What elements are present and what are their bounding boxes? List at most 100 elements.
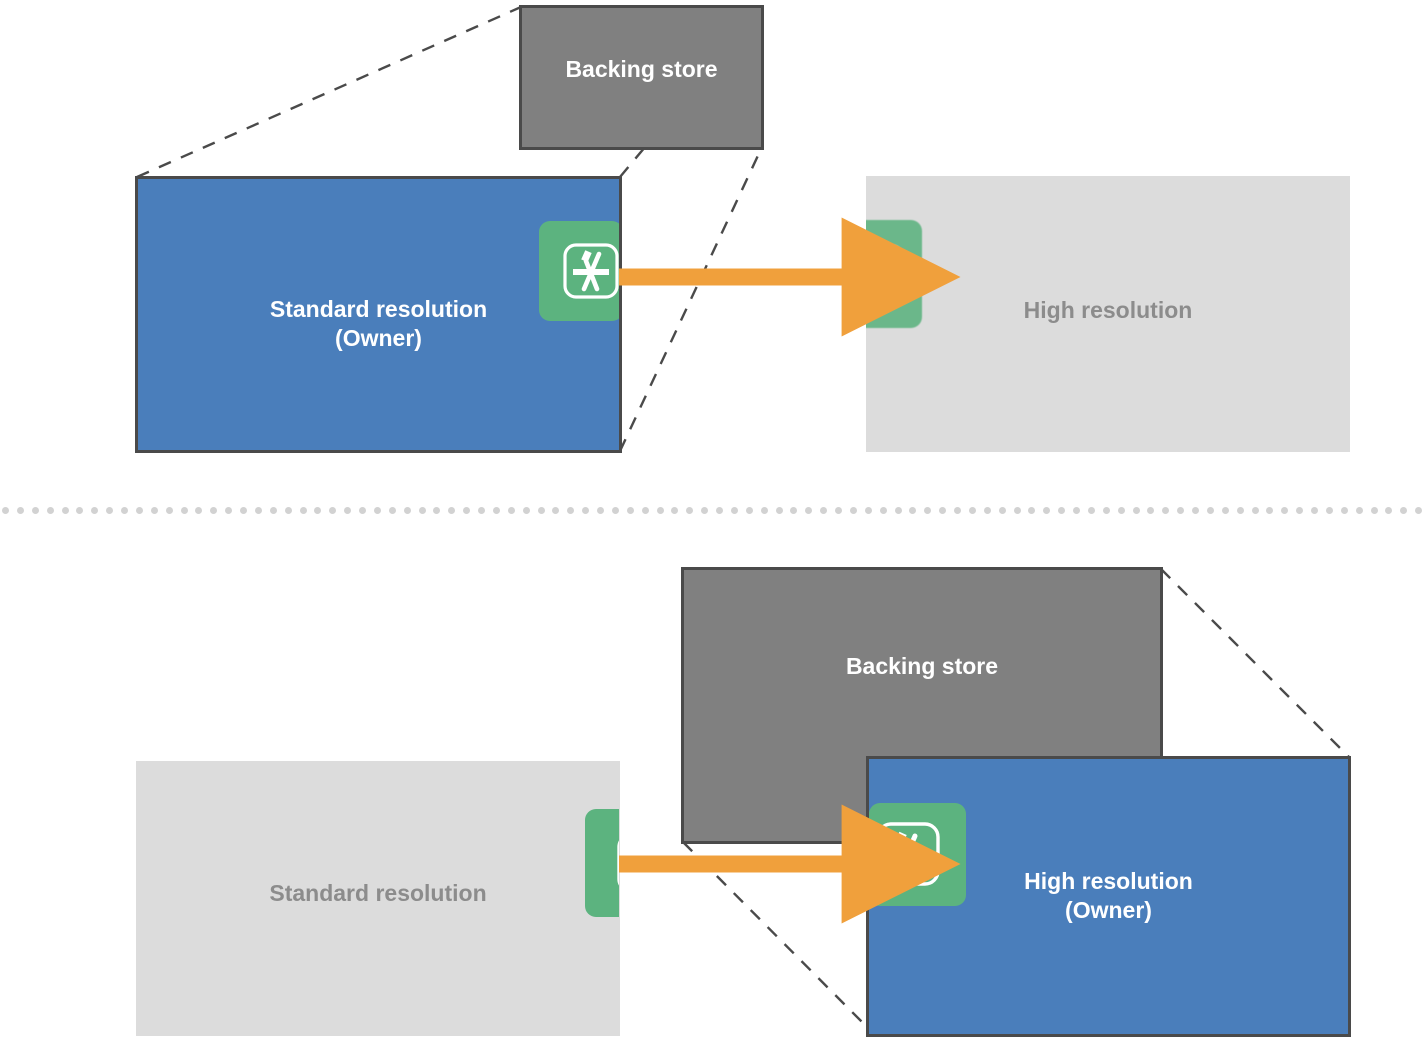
divider-dot bbox=[1281, 507, 1289, 514]
divider-dot bbox=[1370, 507, 1378, 514]
divider-dot bbox=[1415, 507, 1423, 514]
divider-dot bbox=[1043, 507, 1051, 514]
standard-resolution-faded-box: Standard resolution bbox=[136, 761, 620, 1036]
divider-dot bbox=[1132, 507, 1140, 514]
divider-dot bbox=[641, 507, 649, 514]
standard-resolution-faded-label: Standard resolution bbox=[269, 880, 487, 906]
divider-dot bbox=[701, 507, 709, 514]
divider-dot bbox=[165, 507, 173, 514]
divider-dot bbox=[1355, 507, 1363, 514]
divider-dot bbox=[924, 507, 932, 514]
divider-dot bbox=[314, 507, 322, 514]
app-store-icon-source-top[interactable] bbox=[539, 221, 619, 321]
divider-dot bbox=[1296, 507, 1304, 514]
divider-dot bbox=[210, 507, 218, 514]
divider-dot bbox=[983, 507, 991, 514]
divider-dot bbox=[373, 507, 381, 514]
divider-dot bbox=[597, 507, 604, 514]
app-store-glyph bbox=[563, 243, 619, 299]
divider-dot bbox=[939, 507, 947, 514]
divider-dot bbox=[195, 507, 203, 514]
perspective-line-bottom-right bbox=[618, 146, 764, 452]
high-resolution-owner-label: High resolution (Owner) bbox=[1024, 868, 1193, 923]
divider-dot bbox=[46, 507, 54, 514]
divider-dot bbox=[76, 507, 84, 514]
app-store-glyph-ghost-bottom bbox=[617, 840, 619, 886]
source-icon-clip-bottom bbox=[136, 761, 619, 1036]
divider-dot bbox=[359, 507, 366, 514]
app-store-icon-target-bottom[interactable] bbox=[869, 803, 966, 906]
source-icon-clip-top bbox=[135, 176, 619, 451]
divider-dot bbox=[1311, 507, 1318, 514]
divider-dot bbox=[180, 507, 188, 514]
divider-dot bbox=[1325, 507, 1333, 514]
divider-dot bbox=[686, 507, 694, 514]
divider-dot bbox=[1102, 507, 1110, 514]
divider-dot bbox=[522, 507, 530, 514]
standard-resolution-owner-label: Standard resolution (Owner) bbox=[269, 296, 488, 351]
app-store-glyph-ghost bbox=[866, 244, 905, 304]
divider-dot bbox=[805, 507, 813, 514]
divider-dot bbox=[1340, 507, 1348, 514]
divider-dot bbox=[225, 507, 233, 514]
divider-dot bbox=[835, 507, 842, 514]
divider-dot bbox=[1162, 507, 1170, 514]
divider-dot bbox=[968, 507, 976, 514]
divider-dot bbox=[91, 507, 99, 514]
divider-dot bbox=[269, 507, 277, 514]
divider-dot bbox=[820, 507, 828, 514]
divider-dot bbox=[507, 507, 515, 514]
divider-dot bbox=[61, 507, 69, 514]
divider-dot bbox=[775, 507, 783, 514]
divider-dot bbox=[1236, 507, 1244, 514]
section-divider bbox=[0, 507, 1428, 515]
divider-dot bbox=[1266, 507, 1274, 514]
divider-dot bbox=[1147, 507, 1155, 514]
backing-store-label-top: Backing store bbox=[565, 56, 718, 82]
divider-dot bbox=[998, 507, 1006, 514]
divider-dot bbox=[150, 507, 158, 514]
app-store-icon-target-top[interactable] bbox=[866, 220, 922, 328]
divider-dot bbox=[448, 507, 456, 514]
divider-dot bbox=[1058, 507, 1066, 514]
app-store-glyph-bottom bbox=[876, 822, 940, 886]
high-resolution-faded-label: High resolution bbox=[1023, 297, 1193, 323]
divider-dot bbox=[284, 507, 292, 514]
divider-dot bbox=[894, 507, 902, 514]
divider-dot bbox=[760, 507, 768, 514]
divider-dot bbox=[1400, 507, 1408, 514]
divider-dot bbox=[254, 507, 262, 514]
app-store-icon-source-bottom[interactable] bbox=[585, 809, 619, 917]
divider-dot bbox=[1087, 507, 1095, 514]
divider-dot bbox=[1251, 507, 1259, 514]
divider-dot bbox=[671, 507, 679, 514]
divider-dot bbox=[344, 507, 352, 514]
divider-dot bbox=[463, 507, 471, 514]
divider-dot bbox=[418, 507, 426, 514]
perspective-line-top-right bbox=[1160, 568, 1350, 758]
divider-dot bbox=[954, 507, 961, 514]
divider-dot bbox=[626, 507, 634, 514]
divider-dot bbox=[1192, 507, 1199, 514]
divider-dot bbox=[656, 507, 664, 514]
divider-dot bbox=[135, 507, 143, 514]
divider-dot bbox=[1117, 507, 1125, 514]
divider-dot bbox=[240, 507, 247, 514]
divider-dot bbox=[2, 507, 9, 514]
perspective-line-top-left bbox=[136, 5, 522, 179]
divider-dot bbox=[716, 507, 723, 514]
target-icon-clip-top bbox=[866, 176, 1350, 452]
divider-dot bbox=[1385, 507, 1393, 514]
divider-dot bbox=[582, 507, 590, 514]
divider-dot bbox=[552, 507, 560, 514]
divider-dot bbox=[433, 507, 441, 514]
divider-dot bbox=[1028, 507, 1036, 514]
divider-dot bbox=[1073, 507, 1080, 514]
divider-dot bbox=[909, 507, 917, 514]
divider-dot bbox=[121, 507, 128, 514]
divider-dot bbox=[790, 507, 798, 514]
divider-dot bbox=[1221, 507, 1229, 514]
divider-dot bbox=[849, 507, 857, 514]
divider-dot bbox=[864, 507, 872, 514]
